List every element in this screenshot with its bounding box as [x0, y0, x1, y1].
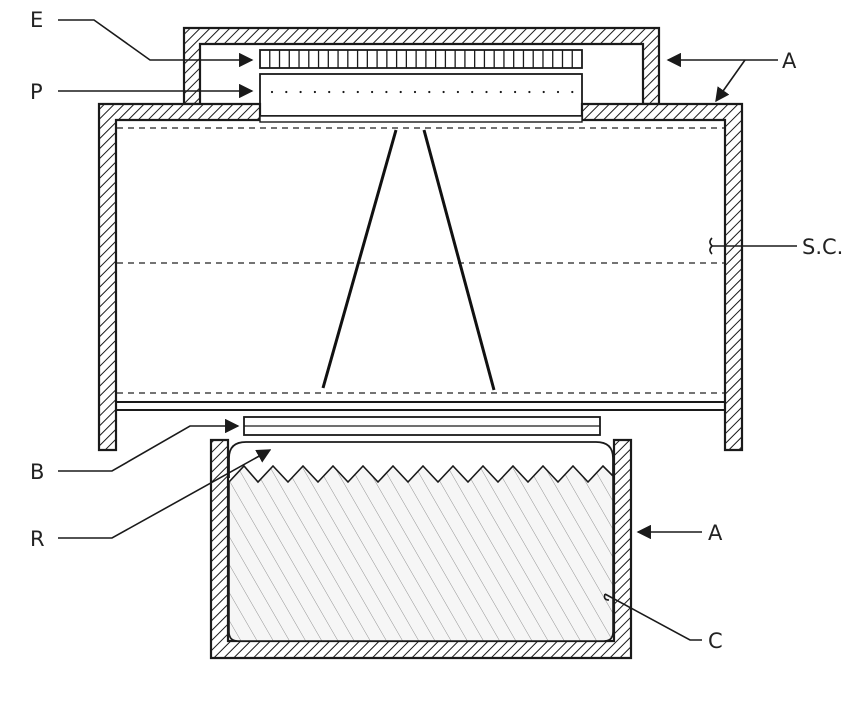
p-plate-dot: [342, 90, 345, 94]
main-chamber-walls: [97, 102, 744, 452]
element-r-reflector: [228, 441, 614, 478]
labels: E P A S.C. B R A C: [30, 8, 843, 653]
p-plate-dot: [571, 90, 574, 94]
p-plate-dot: [428, 90, 431, 94]
element-b-plate: [243, 416, 601, 436]
p-plate-dot: [299, 90, 302, 94]
label-e: E: [30, 8, 43, 32]
p-plate-dot: [399, 90, 402, 94]
chamber-dashed-lines: [117, 127, 724, 394]
p-plate-dot: [556, 90, 560, 94]
leader-lines: [58, 19, 797, 641]
p-plate-dot: [371, 90, 374, 94]
p-plate-dot: [456, 90, 459, 94]
p-plate-dot: [499, 90, 502, 94]
element-c-crystal: [228, 464, 614, 642]
p-plate-dot: [270, 90, 274, 94]
p-plate-dot: [413, 90, 417, 94]
cone-lines: [321, 129, 496, 391]
p-plate-dot: [528, 90, 531, 94]
p-plate-dot: [514, 90, 517, 94]
p-plate-dot: [542, 90, 545, 94]
lower-container: [209, 438, 633, 660]
label-p: P: [30, 80, 43, 104]
p-plate-dot: [356, 90, 359, 94]
label-c: C: [708, 629, 723, 653]
label-a-bottom: A: [708, 521, 723, 545]
p-plate-dot: [328, 90, 331, 94]
element-p-plate: [259, 73, 583, 117]
label-a-top: A: [782, 49, 797, 73]
label-sc: S.C.: [802, 235, 843, 259]
label-b: B: [30, 460, 44, 484]
p-plate-dot: [313, 90, 316, 94]
p-plate-dot: [485, 90, 488, 94]
label-r: R: [30, 527, 45, 551]
p-plate-dot: [385, 90, 388, 94]
element-e-array: [259, 49, 583, 69]
chamber-bottom-plate: [117, 401, 724, 411]
p-plate-dot: [471, 90, 474, 94]
p-plate-dot: [285, 90, 288, 94]
p-plate-dot: [442, 90, 445, 94]
